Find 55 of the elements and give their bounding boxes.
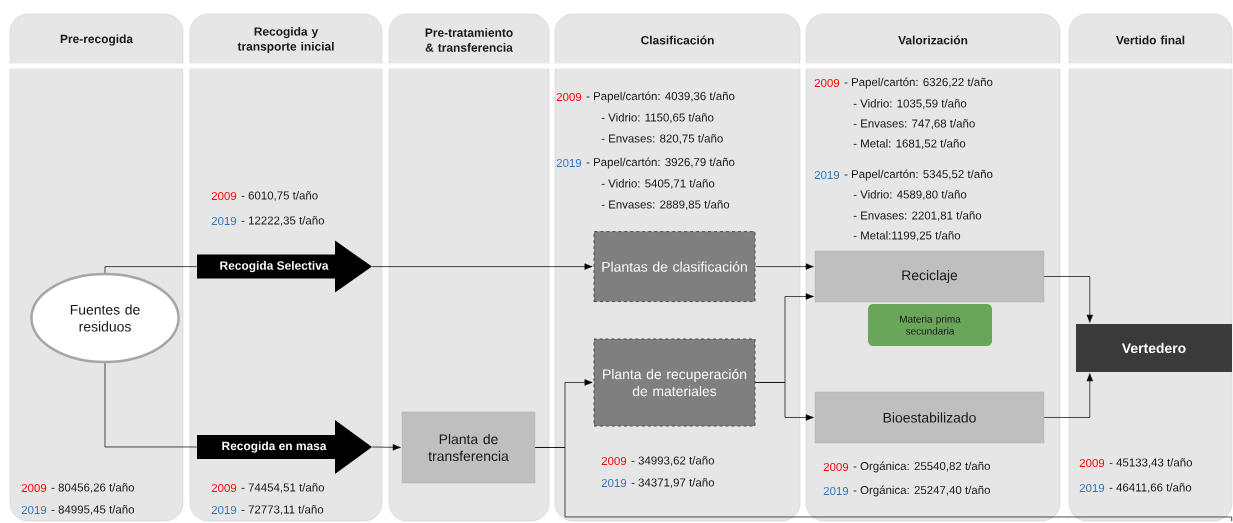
stat-text: - Vidrio: 4589,80 t/año: [853, 190, 967, 200]
year-label: 2019: [1079, 483, 1105, 493]
year-label: 2009: [211, 191, 237, 201]
connector-line: [371, 444, 401, 451]
year-label: 2009: [823, 462, 849, 472]
stat-text: - Papel/cartón: 5345,52 t/año: [844, 169, 993, 181]
year-label: 2009: [1079, 458, 1105, 468]
stat-text: - 46411,66 t/año: [1109, 483, 1192, 493]
year-label: 2019: [601, 478, 627, 488]
plant-box: Planta de recuperación de materiales: [593, 338, 756, 427]
stat-text: - Papel/cartón: 6326,22 t/año: [844, 77, 993, 89]
stat-text: - Envases: 820,75 t/año: [601, 134, 723, 144]
stat-text: - Papel/cartón: 4039,36 t/año: [586, 91, 735, 103]
connector-line: [534, 447, 1233, 522]
stat-text: - Envases: 747,68 t/año: [853, 119, 975, 129]
stat-text: - Papel/cartón: 3926,79 t/año: [586, 157, 735, 169]
year-label: 2009: [556, 92, 582, 102]
stat-text: - 72773,11 t/año: [241, 505, 324, 515]
stat-text: - Envases: 2201,81 t/año: [853, 211, 982, 221]
connector-line: [755, 382, 814, 421]
connector-line: [104, 266, 198, 274]
stat-text: - 80456,26 t/año: [51, 483, 135, 493]
stat-text: - Orgánica: 25247,40 t/año: [853, 485, 990, 497]
connector-line: [1043, 276, 1094, 323]
stat-text: - 6010,75 t/año: [241, 191, 318, 201]
year-label: 2009: [814, 78, 840, 88]
stat-text: - 84995,45 t/año: [51, 505, 135, 515]
stat-text: - Envases: 2889,85 t/año: [601, 200, 730, 210]
year-label: 2009: [21, 483, 47, 493]
stat-text: - 12222,35 t/año: [241, 216, 325, 226]
year-label: 2019: [556, 158, 582, 168]
process-box: Bioestabilizado: [814, 391, 1045, 444]
connector-line: [1043, 373, 1094, 418]
connector-line: [371, 263, 593, 270]
stat-text: - 34993,62 t/año: [631, 456, 715, 466]
process-box: Reciclaje: [814, 250, 1045, 303]
year-label: 2019: [21, 505, 47, 515]
stat-text: - Metal: 1681,52 t/año: [853, 139, 966, 149]
stat-text: - 45133,43 t/año: [1109, 458, 1193, 468]
stat-text: - Vidrio: 1035,59 t/año: [853, 99, 967, 109]
year-label: 2019: [211, 216, 237, 226]
process-box: Planta de transferencia: [401, 411, 536, 484]
year-label: 2009: [601, 456, 627, 466]
connector-line: [104, 362, 198, 448]
stat-text: - Vidrio: 1150,65 t/año: [601, 113, 714, 123]
stat-text: - Orgánica: 25540,82 t/año: [853, 461, 990, 473]
output-tag: Materia prima secundaria: [868, 304, 992, 346]
stat-text: - 34371,97 t/año: [631, 478, 715, 488]
year-label: 2019: [823, 486, 849, 496]
year-label: 2019: [211, 505, 237, 515]
plant-box: Plantas de clasificación: [593, 231, 756, 303]
connector-line: [755, 263, 814, 270]
year-label: 2019: [814, 170, 840, 180]
landfill-box: Vertedero: [1076, 324, 1232, 372]
stat-text: - Vidrio: 5405,71 t/año: [601, 179, 715, 189]
